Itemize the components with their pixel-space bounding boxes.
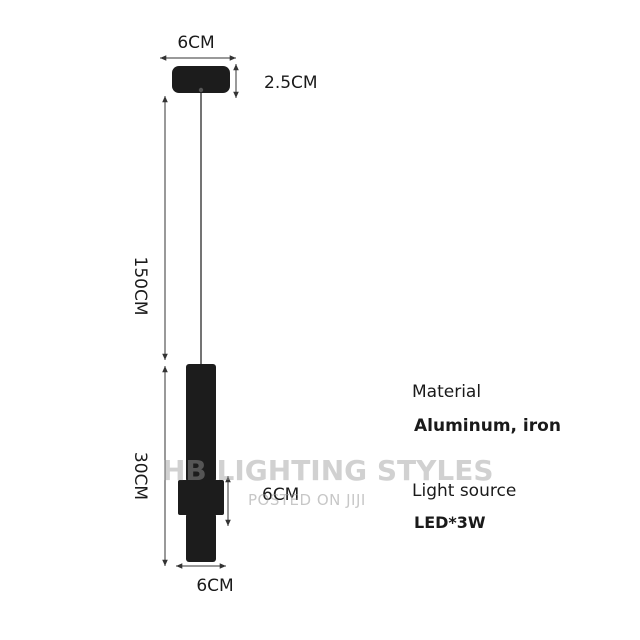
upper-tube: [186, 364, 216, 482]
lamp-drawing: [172, 66, 230, 562]
dimension-lines: [160, 55, 239, 569]
body-length-label: 30CM: [130, 452, 150, 500]
material-label: Material: [412, 382, 481, 402]
middle-ring: [178, 480, 224, 515]
material-value: Aluminum, iron: [414, 416, 561, 436]
ring-height-label: 6CM: [262, 485, 299, 505]
light-source-value: LED*3W: [414, 513, 486, 532]
watermark: HB LIGHTING STYLES POSTED ON JIJI: [162, 454, 494, 509]
lower-tube: [186, 513, 216, 562]
watermark-main: HB LIGHTING STYLES: [162, 454, 494, 487]
dimension-labels: 6CM 2.5CM 150CM 30CM 6CM 6CM: [130, 33, 318, 596]
canopy-width-label: 6CM: [177, 33, 214, 53]
spec-block: Material Aluminum, iron Light source LED…: [412, 382, 561, 532]
ceiling-canopy: [172, 66, 230, 93]
bottom-width-label: 6CM: [196, 576, 233, 596]
light-source-label: Light source: [412, 481, 516, 501]
watermark-sub: POSTED ON JIJI: [248, 491, 366, 509]
canopy-screw: [198, 87, 204, 93]
cable-length-label: 150CM: [130, 257, 150, 316]
canopy-height-label: 2.5CM: [264, 73, 318, 93]
